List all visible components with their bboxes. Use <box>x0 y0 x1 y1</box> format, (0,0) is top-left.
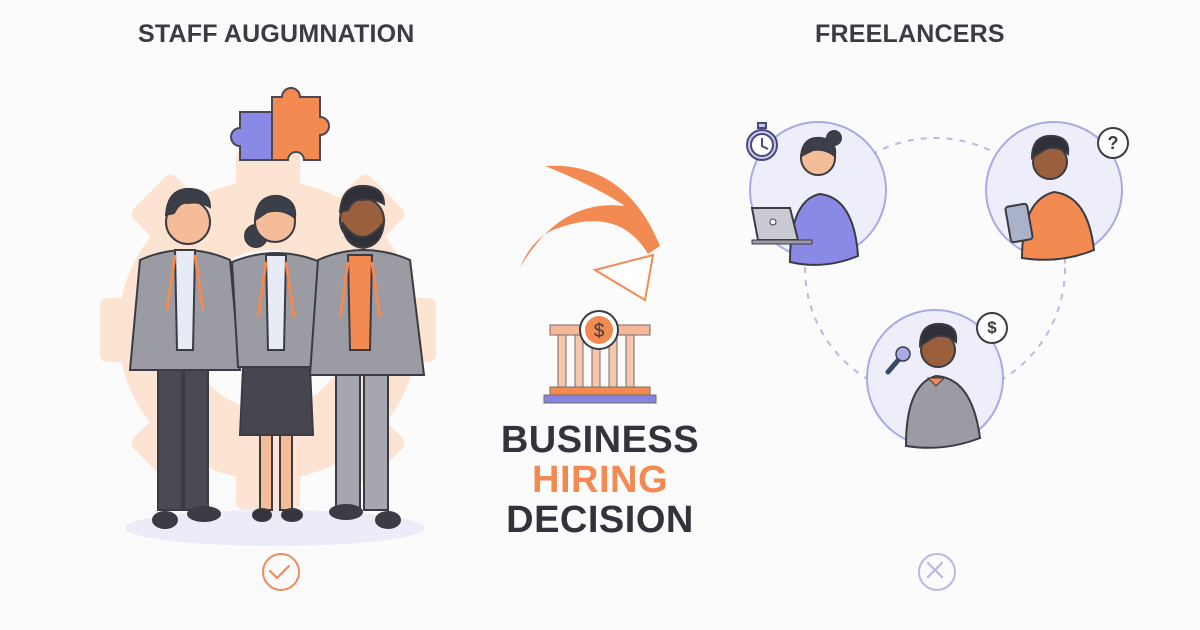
network-ring <box>804 137 1066 399</box>
heading-line-decision: DECISION <box>506 499 694 541</box>
stopwatch-icon <box>746 122 778 161</box>
freelancer-tablet <box>985 121 1123 261</box>
heading-line-hiring: HIRING <box>532 459 668 501</box>
curved-arrow-icon <box>520 165 660 302</box>
person-man-left <box>128 187 242 529</box>
puzzle-icon <box>230 87 330 161</box>
business-hiring-decision-heading: BUSINESS HIRING DECISION <box>480 420 720 540</box>
freelancer-speaker <box>866 309 1004 449</box>
staff-augmentation-title: STAFF AUGUMNATION <box>138 20 415 48</box>
check-badge <box>262 553 300 591</box>
freelancer-laptop <box>749 121 887 266</box>
question-icon: ? <box>1097 127 1129 159</box>
person-woman-center <box>230 194 322 522</box>
cross-badge <box>918 553 956 591</box>
bank-dollar-icon: $ <box>543 310 657 404</box>
dollar-icon: $ <box>976 312 1008 344</box>
heading-line-business: BUSINESS <box>500 419 700 461</box>
person-man-right <box>308 184 426 529</box>
svg-text:$: $ <box>594 321 605 342</box>
freelancers-title: FREELANCERS <box>815 20 1005 48</box>
